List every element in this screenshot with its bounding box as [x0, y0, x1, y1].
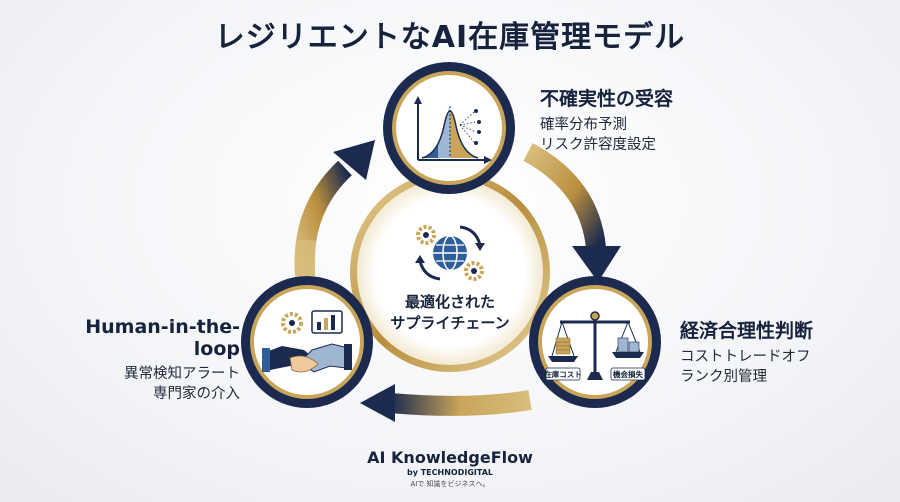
scale-right-label: 機会損失 [613, 369, 643, 379]
right-node-heading: 経済合理性判断 [680, 320, 814, 342]
brand-tagline: AIで 知識をビジネスへ。 [410, 480, 490, 488]
left-node-label: Human-in-the-loop 異常検知アラート 専門家の介入 [40, 316, 240, 404]
top-node-heading: 不確実性の受容 [540, 88, 674, 110]
arrow-right-to-left [360, 384, 532, 422]
brand-block: AI KnowledgeFlow by TECHNODIGITAL AIで 知識… [300, 448, 600, 489]
brand-byline: by TECHNODIGITAL [407, 468, 493, 477]
top-node-label: 不確実性の受容 確率分布予測 リスク許容度設定 [540, 84, 673, 155]
globe-gears-icon [415, 225, 485, 281]
center-circle [350, 172, 550, 372]
arrow-left-to-top [294, 140, 375, 277]
center-line-2: サプライチェーン [390, 314, 510, 332]
center-line-1: 最適化された [404, 293, 495, 311]
right-node-line-2: ランク別管理 [680, 369, 767, 385]
right-node-line-1: コストトレードオフ [680, 349, 811, 365]
distribution-chart-icon [414, 96, 492, 164]
scale-left-label: 在庫コスト [544, 369, 582, 379]
center-label: 最適化された サプライチェーン [380, 292, 520, 334]
page-title: レジリエントなAI在庫管理モデル [214, 20, 686, 55]
right-node-label: 経済合理性判断 コストトレードオフ ランク別管理 [680, 316, 813, 387]
top-node-line-2: リスク許容度設定 [540, 137, 656, 153]
left-node-line-1: 異常検知アラート [124, 366, 240, 382]
brand-name: AI KnowledgeFlow [367, 448, 533, 467]
handshake-icon [262, 310, 352, 373]
left-node-heading: Human-in-the-loop [85, 316, 240, 360]
arrow-top-to-right [523, 143, 621, 282]
balance-scale-icon: 在庫コスト 機会損失 [544, 311, 646, 381]
left-node-line-2: 専門家の介入 [153, 386, 240, 402]
top-node-line-1: 確率分布予測 [540, 117, 627, 133]
node-left [241, 276, 373, 408]
